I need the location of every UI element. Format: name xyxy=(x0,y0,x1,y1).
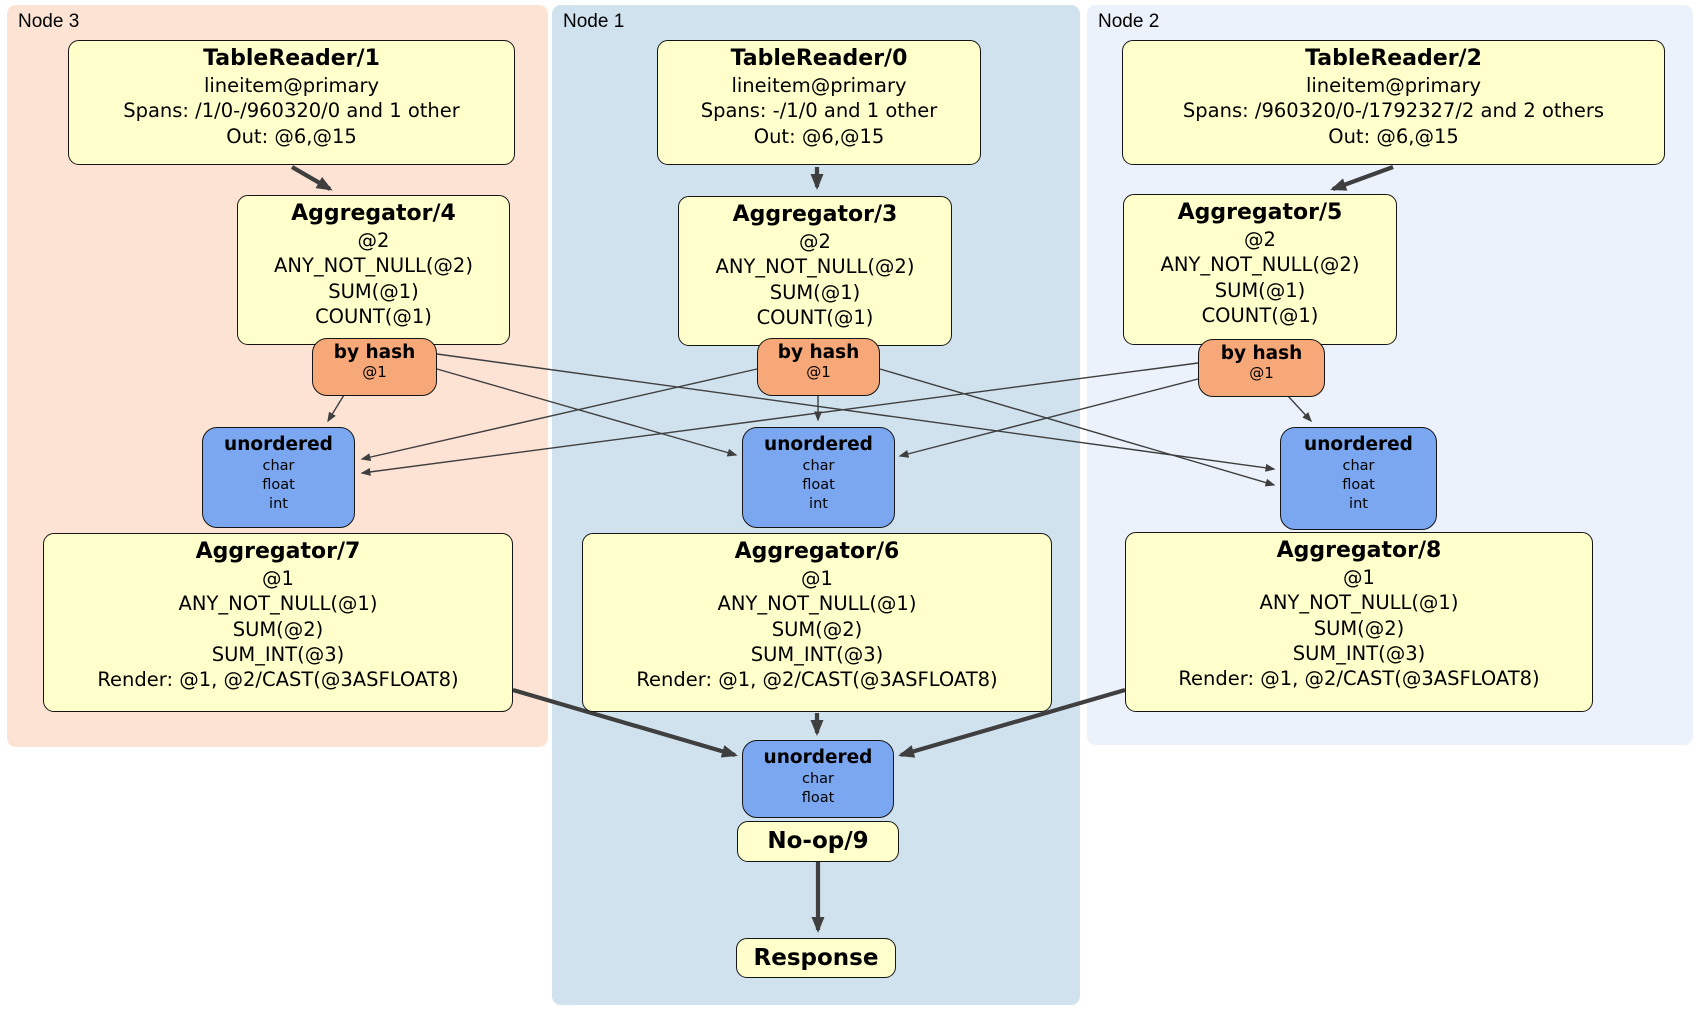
box-line: Out: @6,@15 xyxy=(226,124,357,148)
box-line: Out: @6,@15 xyxy=(1328,124,1459,148)
box-line: SUM(@2) xyxy=(771,617,863,641)
box-line: @1 xyxy=(806,363,831,382)
box-title: Aggregator/8 xyxy=(1276,538,1442,563)
box-title: Aggregator/4 xyxy=(291,201,456,226)
box-line: Spans: /960320/0-/1792327/2 and 2 others xyxy=(1182,99,1605,123)
aggregator-6-box: Aggregator/6 @1 ANY_NOT_NULL(@1) SUM(@2)… xyxy=(582,533,1052,712)
box-line: ANY_NOT_NULL(@1) xyxy=(1259,591,1459,615)
unordered-merge-node3: unordered char float int xyxy=(202,427,355,528)
box-title: by hash xyxy=(777,342,860,363)
box-title: unordered xyxy=(764,434,873,455)
box-line: Spans: /1/0-/960320/0 and 1 other xyxy=(123,99,460,123)
box-line: COUNT(@1) xyxy=(315,305,432,329)
box-line: ANY_NOT_NULL(@2) xyxy=(715,255,915,279)
box-line: SUM(@2) xyxy=(232,617,324,641)
unordered-merge-node2: unordered char float int xyxy=(1280,427,1437,530)
box-line: ANY_NOT_NULL(@1) xyxy=(178,592,378,616)
aggregator-8-box: Aggregator/8 @1 ANY_NOT_NULL(@1) SUM(@2)… xyxy=(1125,532,1593,712)
box-line: float xyxy=(1342,477,1375,494)
node2-label: Node 2 xyxy=(1098,11,1160,32)
box-line: Spans: -/1/0 and 1 other xyxy=(700,99,938,123)
box-line: @1 xyxy=(362,363,387,382)
box-title: Aggregator/6 xyxy=(734,539,900,564)
box-line: Out: @6,@15 xyxy=(753,124,885,148)
box-title: Aggregator/5 xyxy=(1177,200,1343,225)
box-line: @1 xyxy=(1249,364,1274,383)
unordered-merge-node1: unordered char float int xyxy=(742,427,895,528)
box-line: @2 xyxy=(1244,228,1276,252)
tablereader-1-box: TableReader/1 lineitem@primary Spans: /1… xyxy=(68,40,515,165)
by-hash-router-3: by hash @1 xyxy=(757,338,880,396)
box-line: COUNT(@1) xyxy=(1201,304,1319,328)
box-line: lineitem@primary xyxy=(1305,74,1482,98)
box-line: int xyxy=(269,496,288,513)
box-line: ANY_NOT_NULL(@2) xyxy=(274,254,473,278)
box-line: Render: @1, @2/CAST(@3ASFLOAT8) xyxy=(636,668,998,692)
aggregator-3-box: Aggregator/3 @2 ANY_NOT_NULL(@2) SUM(@1)… xyxy=(678,196,952,346)
box-line: float xyxy=(801,790,835,807)
tablereader-2-box: TableReader/2 lineitem@primary Spans: /9… xyxy=(1122,40,1665,165)
box-title: by hash xyxy=(333,342,416,363)
box-line: SUM(@1) xyxy=(769,280,861,304)
by-hash-router-5: by hash @1 xyxy=(1198,339,1325,397)
aggregator-4-box: Aggregator/4 @2 ANY_NOT_NULL(@2) SUM(@1)… xyxy=(237,195,510,345)
by-hash-router-4: by hash @1 xyxy=(312,338,437,396)
box-line: SUM_INT(@3) xyxy=(750,643,884,667)
box-title: TableReader/1 xyxy=(203,46,380,71)
box-line: ANY_NOT_NULL(@2) xyxy=(1160,253,1360,277)
box-title: by hash xyxy=(1220,343,1303,364)
box-title: Aggregator/3 xyxy=(732,202,898,227)
box-line: char xyxy=(1342,458,1375,475)
box-line: SUM(@1) xyxy=(328,279,419,303)
box-line: @1 xyxy=(1343,566,1375,590)
aggregator-5-box: Aggregator/5 @2 ANY_NOT_NULL(@2) SUM(@1)… xyxy=(1123,194,1397,345)
box-line: char xyxy=(262,458,295,475)
box-title: TableReader/2 xyxy=(1305,46,1482,71)
box-line: lineitem@primary xyxy=(731,74,907,98)
response-box: Response xyxy=(736,938,896,978)
box-line: ANY_NOT_NULL(@1) xyxy=(717,592,917,616)
tablereader-0-box: TableReader/0 lineitem@primary Spans: -/… xyxy=(657,40,981,165)
box-line: char xyxy=(802,458,835,475)
box-line: SUM(@1) xyxy=(1214,278,1306,302)
box-title: Response xyxy=(753,944,879,971)
box-line: float xyxy=(802,477,835,494)
noop-9-box: No-op/9 xyxy=(737,821,899,862)
box-line: SUM_INT(@3) xyxy=(211,643,345,667)
box-line: SUM(@2) xyxy=(1313,616,1405,640)
box-line: @1 xyxy=(262,567,294,591)
box-line: @1 xyxy=(801,567,833,591)
box-title: No-op/9 xyxy=(767,828,869,855)
box-title: unordered xyxy=(1304,434,1413,455)
box-line: lineitem@primary xyxy=(203,74,380,98)
box-line: SUM_INT(@3) xyxy=(1292,642,1426,666)
box-title: TableReader/0 xyxy=(730,46,908,71)
box-line: Render: @1, @2/CAST(@3ASFLOAT8) xyxy=(1178,667,1540,691)
box-title: Aggregator/7 xyxy=(195,539,361,564)
box-line: @2 xyxy=(799,230,831,254)
unordered-merge-final: unordered char float xyxy=(742,740,894,818)
box-title: unordered xyxy=(224,434,333,455)
box-line: int xyxy=(809,496,828,513)
box-line: int xyxy=(1349,496,1368,513)
aggregator-7-box: Aggregator/7 @1 ANY_NOT_NULL(@1) SUM(@2)… xyxy=(43,533,513,712)
node1-label: Node 1 xyxy=(563,11,625,32)
box-line: COUNT(@1) xyxy=(756,306,874,330)
box-title: unordered xyxy=(763,747,873,768)
box-line: float xyxy=(262,477,295,494)
node3-label: Node 3 xyxy=(18,11,80,32)
box-line: Render: @1, @2/CAST(@3ASFLOAT8) xyxy=(97,668,459,692)
box-line: char xyxy=(801,771,834,788)
box-line: @2 xyxy=(357,229,390,253)
